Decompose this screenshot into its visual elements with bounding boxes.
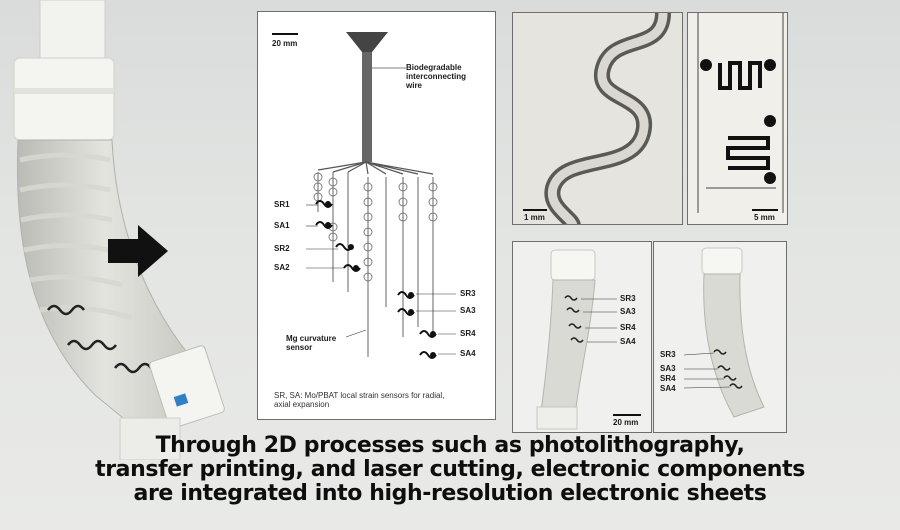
device-photo-bent: SR3 SA3 SR4 SA4 bbox=[653, 241, 787, 433]
device-photo-bent-tube bbox=[0, 0, 235, 461]
caption-line-3: are integrated into high-resolution elec… bbox=[133, 481, 767, 506]
scale-bar-label: 20 mm bbox=[272, 39, 298, 48]
micrograph-sensor-pattern: 5 mm bbox=[687, 12, 788, 225]
sensor-label-sa2: SA2 bbox=[274, 263, 290, 272]
scale-bar-label: 20 mm bbox=[613, 418, 639, 427]
photo3-label-sa4: SA4 bbox=[660, 384, 676, 393]
micrograph-serpentine: 1 mm bbox=[512, 12, 683, 225]
sensor-label-sa1: SA1 bbox=[274, 221, 290, 230]
caption-line-2: transfer printing, and laser cutting, el… bbox=[95, 457, 805, 482]
photo2-label-sa3: SA3 bbox=[620, 307, 636, 316]
right-arrow-icon bbox=[108, 225, 168, 277]
device-photo-straight: SR3 SA3 SR4 SA4 20 mm bbox=[512, 241, 652, 433]
photo3-label-sr4: SR4 bbox=[660, 374, 676, 383]
sensor-label-sr4: SR4 bbox=[460, 329, 476, 338]
photo2-label-sa4: SA4 bbox=[620, 337, 636, 346]
sensor-label-sr1: SR1 bbox=[274, 200, 290, 209]
sensor-label-sr2: SR2 bbox=[274, 244, 290, 253]
sensor-label-sa3: SA3 bbox=[460, 306, 476, 315]
scale-bar bbox=[272, 33, 298, 35]
photo3-label-sr3: SR3 bbox=[660, 350, 676, 359]
diagram-footnote: SR, SA: Mo/PBAT local strain sensors for… bbox=[274, 391, 445, 410]
photo3-label-sa3: SA3 bbox=[660, 364, 676, 373]
tube-illustration bbox=[13, 0, 225, 461]
sensor-pattern bbox=[697, 13, 784, 213]
photo2-label-sr3: SR3 bbox=[620, 294, 636, 303]
scale-bar bbox=[613, 414, 641, 416]
sensor-label-sr3: SR3 bbox=[460, 289, 476, 298]
sensor-layout-diagram: 20 mm bbox=[257, 11, 496, 420]
curvature-sensor-label: Mg curvature sensor bbox=[286, 334, 337, 353]
caption-line-1: Through 2D processes such as photolithog… bbox=[155, 433, 745, 458]
scale-bar-label: 5 mm bbox=[754, 213, 775, 222]
tube-straight bbox=[536, 249, 617, 430]
sensor-label-sa4: SA4 bbox=[460, 349, 476, 358]
scale-bar-label: 1 mm bbox=[524, 213, 545, 222]
tube-bent bbox=[683, 247, 765, 418]
serpentine-trace bbox=[544, 13, 671, 224]
circuit-traces bbox=[306, 32, 456, 359]
scale-bar bbox=[752, 209, 778, 211]
photo2-label-sr4: SR4 bbox=[620, 323, 636, 332]
caption-subtitle: Through 2D processes such as photolithog… bbox=[60, 434, 840, 506]
wire-label: Biodegradable interconnecting wire bbox=[406, 63, 467, 91]
scale-bar bbox=[523, 209, 547, 211]
